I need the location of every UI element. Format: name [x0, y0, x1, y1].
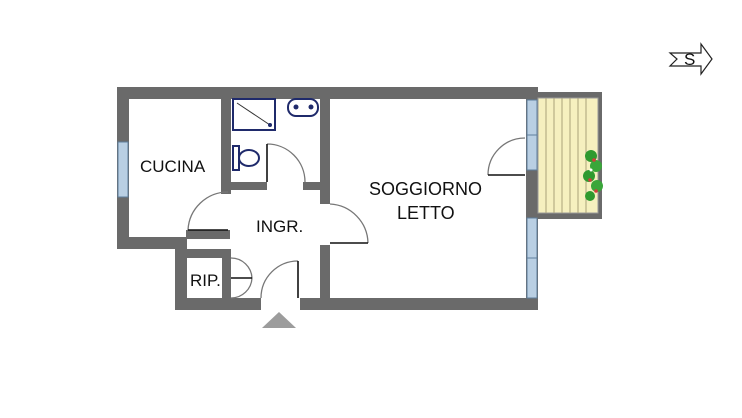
room-label-kitchen: CUCINA [140, 157, 206, 176]
wall-bath-bottom [221, 182, 267, 190]
windows [117, 99, 538, 299]
plants-icon [583, 150, 603, 201]
room-label-storage: RIP. [190, 271, 221, 290]
sink-icon [287, 98, 319, 117]
wall-living-lower [320, 245, 330, 310]
wall-kitchen-stub [186, 230, 230, 239]
bathroom-fixtures [232, 98, 319, 171]
wall-storage-top [175, 249, 231, 258]
wall-bath-living [320, 87, 330, 204]
wall-balcony-bottom [532, 213, 602, 219]
balcony-slats [545, 98, 587, 213]
wall-bath-bottom-right [303, 182, 328, 190]
wall-kitchen-bath [221, 87, 231, 194]
wall-storage-right [222, 249, 231, 310]
balcony [537, 97, 603, 214]
room-label-bedroom: LETTO [397, 203, 455, 223]
wall-balcony-right [598, 92, 602, 219]
shower-icon [232, 98, 276, 131]
wall-kitchen-bottom [117, 237, 179, 249]
wall-balcony-top [532, 92, 602, 98]
window-kitchen [117, 141, 129, 198]
doors [187, 137, 526, 299]
south-arrow-icon: S [668, 42, 713, 76]
room-label-entrance: INGR. [256, 217, 303, 236]
toilet-icon [232, 145, 260, 171]
wall-bottom-left [175, 298, 261, 310]
wall-bottom-right [300, 298, 538, 310]
room-label-living: SOGGIORNO [369, 179, 482, 199]
entrance-triangle-icon [262, 312, 296, 328]
compass-label: S [684, 50, 695, 69]
